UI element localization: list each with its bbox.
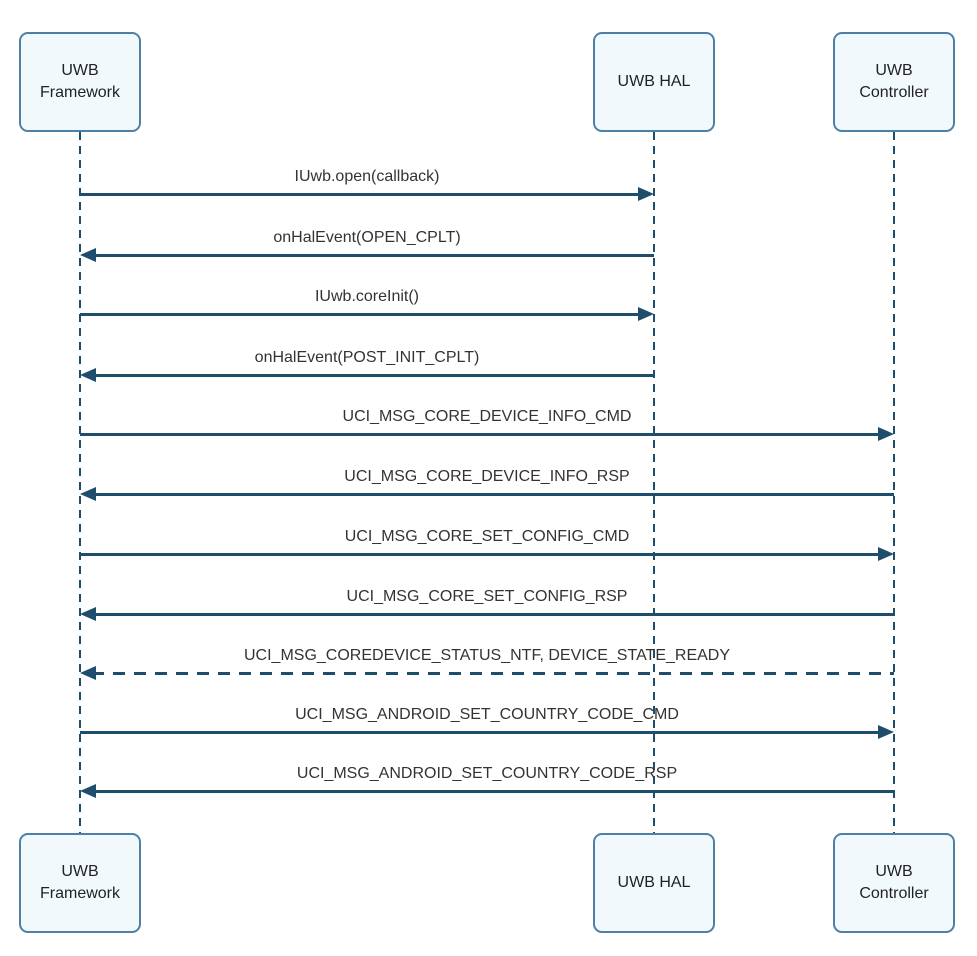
message-line	[92, 672, 894, 675]
message-line	[92, 613, 894, 616]
actor-label: UWB Controller	[859, 60, 928, 103]
actor-label-line: Controller	[859, 84, 929, 101]
actor-box-controller-top: UWB Controller	[833, 32, 955, 132]
message-line	[80, 313, 642, 316]
actor-label-line: UWB HAL	[617, 874, 691, 892]
message-label: onHalEvent(OPEN_CPLT)	[273, 229, 461, 246]
message-label: UCI_MSG_CORE_SET_CONFIG_CMD	[344, 528, 630, 545]
actor-box-hal-top: UWB HAL	[593, 32, 715, 132]
message-line	[92, 374, 654, 377]
actor-box-controller-bottom: UWB Controller	[833, 833, 955, 933]
message-label: IUwb.open(callback)	[294, 168, 440, 185]
message-line	[80, 553, 882, 556]
lifeline-hal	[653, 132, 655, 833]
message-line	[80, 433, 882, 436]
actor-label: UWB HAL	[618, 872, 691, 894]
actor-label-line: Framework	[39, 885, 120, 902]
message-line	[92, 493, 894, 496]
message-label: UCI_MSG_COREDEVICE_STATUS_NTF, DEVICE_ST…	[243, 647, 731, 664]
actor-box-framework-bottom: UWB Framework	[19, 833, 141, 933]
actor-label-line: UWB	[61, 62, 99, 80]
arrowhead-icon	[878, 547, 894, 561]
message-label: UCI_MSG_ANDROID_SET_COUNTRY_CODE_RSP	[296, 765, 678, 782]
actor-label-line: UWB HAL	[617, 73, 691, 91]
message-label: UCI_MSG_CORE_SET_CONFIG_RSP	[346, 588, 628, 605]
arrowhead-icon	[80, 368, 96, 382]
arrowhead-icon	[80, 784, 96, 798]
arrowhead-icon	[80, 607, 96, 621]
actor-label: UWB HAL	[618, 71, 691, 93]
arrowhead-icon	[878, 427, 894, 441]
message-line	[92, 254, 654, 257]
message-label: UCI_MSG_CORE_DEVICE_INFO_RSP	[344, 468, 630, 485]
arrowhead-icon	[80, 487, 96, 501]
actor-label-line: UWB	[875, 62, 913, 80]
actor-label: UWB Framework	[40, 60, 120, 103]
actor-box-framework-top: UWB Framework	[19, 32, 141, 132]
message-label: UCI_MSG_CORE_DEVICE_INFO_CMD	[342, 408, 632, 425]
message-line	[80, 193, 642, 196]
actor-label: UWB Controller	[859, 861, 928, 904]
arrowhead-icon	[80, 666, 96, 680]
arrowhead-icon	[80, 248, 96, 262]
message-label: UCI_MSG_ANDROID_SET_COUNTRY_CODE_CMD	[295, 706, 679, 723]
message-line	[80, 731, 882, 734]
lifeline-controller	[893, 132, 895, 833]
actor-box-hal-bottom: UWB HAL	[593, 833, 715, 933]
message-label: onHalEvent(POST_INIT_CPLT)	[254, 349, 480, 366]
lifeline-framework	[79, 132, 81, 833]
arrowhead-icon	[638, 187, 654, 201]
message-label: IUwb.coreInit()	[314, 288, 420, 305]
actor-label-line: Controller	[859, 885, 929, 902]
arrowhead-icon	[638, 307, 654, 321]
actor-label-line: UWB	[61, 863, 99, 881]
actor-label-line: UWB	[875, 863, 913, 881]
actor-label-line: Framework	[39, 84, 120, 101]
actor-label: UWB Framework	[40, 861, 120, 904]
arrowhead-icon	[878, 725, 894, 739]
message-line	[92, 790, 894, 793]
